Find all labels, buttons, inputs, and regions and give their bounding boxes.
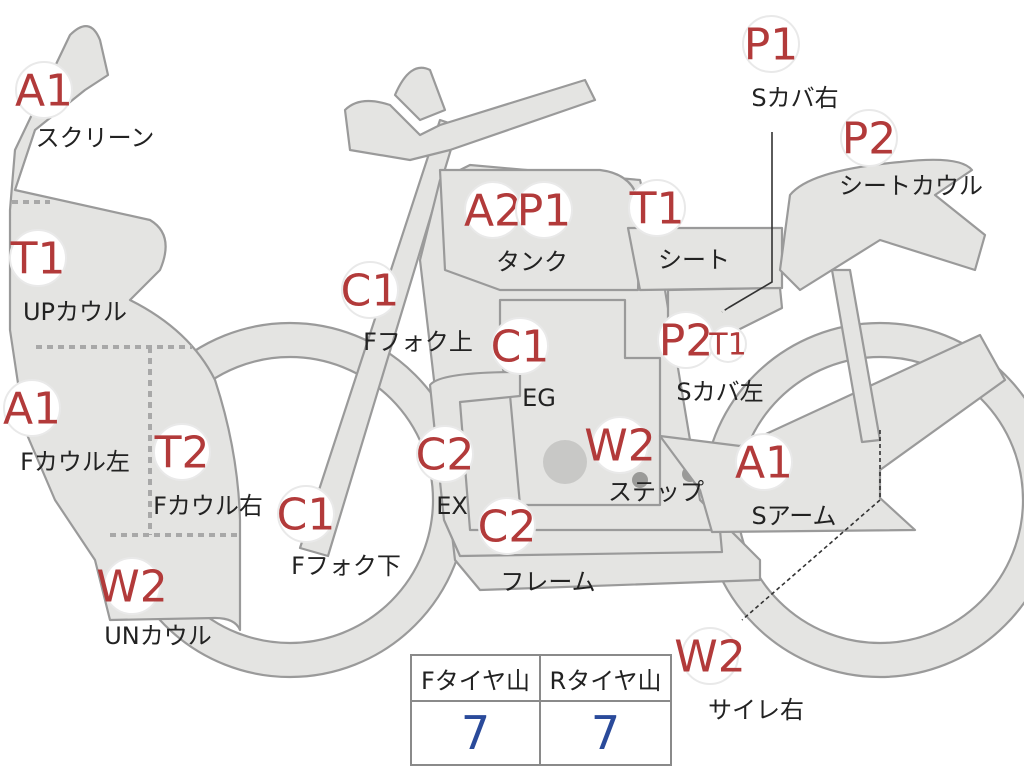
leader-scover-r bbox=[727, 132, 773, 309]
headlight-shape bbox=[393, 66, 447, 122]
marker-label: ステップ bbox=[608, 478, 704, 506]
m-w2-step: W2 ステップ bbox=[584, 416, 704, 506]
marker-code: A1 bbox=[15, 66, 73, 117]
marker-label: UPカウル bbox=[23, 298, 127, 326]
marker-label: EX bbox=[436, 492, 468, 520]
m-p2-seatcowl: P2 シートカウル bbox=[839, 109, 983, 200]
marker-code: T2 bbox=[154, 428, 210, 479]
m-w2-muffler-r: W2 サイレ右 bbox=[674, 627, 804, 724]
marker-code: W2 bbox=[674, 632, 746, 683]
marker-label: シートカウル bbox=[839, 172, 983, 200]
marker-code: C1 bbox=[277, 490, 336, 541]
m-t1-seat: T1 シート bbox=[628, 179, 730, 274]
marker-badge bbox=[840, 109, 898, 167]
marker-label: タンク bbox=[496, 248, 568, 276]
marker-label: Fフォク上 bbox=[363, 328, 473, 356]
marker-code: P2 bbox=[842, 114, 897, 165]
marker-code: P1 bbox=[744, 20, 799, 71]
marker-label: EG bbox=[522, 384, 556, 412]
m-p1-tank: P1 タンク bbox=[496, 181, 573, 276]
marker-code: T1 bbox=[629, 184, 685, 235]
marker-label: Fカウル右 bbox=[153, 492, 263, 520]
marker-badge bbox=[3, 379, 61, 437]
step-peg bbox=[632, 472, 648, 488]
marker-code: C1 bbox=[341, 266, 400, 317]
marker-code: P2 bbox=[659, 316, 714, 367]
front-tire-tread-value: 7 bbox=[412, 702, 541, 764]
marker-badge bbox=[341, 261, 399, 319]
marker-code: A1 bbox=[735, 438, 793, 489]
marker-code: T1 bbox=[708, 328, 746, 363]
handlebar-shape bbox=[343, 78, 597, 162]
marker-badge bbox=[591, 416, 649, 474]
marker-badge bbox=[277, 485, 335, 543]
marker-label: Sカバ左 bbox=[676, 378, 763, 406]
marker-badge bbox=[742, 15, 800, 73]
exhaust-shape bbox=[428, 370, 724, 558]
m-a2-tank: A2 bbox=[464, 181, 522, 239]
marker-code: A1 bbox=[3, 384, 61, 435]
marker-badge bbox=[709, 325, 747, 363]
marker-label: UNカウル bbox=[104, 622, 212, 650]
marker-badge bbox=[491, 317, 549, 375]
tire-tread-table: Fタイヤ山 Rタイヤ山 7 7 bbox=[410, 654, 672, 766]
marker-badge bbox=[478, 497, 536, 555]
m-t1-scover-l: T1 bbox=[708, 325, 747, 363]
marker-label: Sアーム bbox=[751, 502, 836, 530]
marker-code: P1 bbox=[517, 186, 572, 237]
marker-code: W2 bbox=[584, 421, 656, 472]
marker-badge bbox=[681, 627, 739, 685]
marker-badge bbox=[416, 425, 474, 483]
marker-code: C2 bbox=[478, 502, 537, 553]
seat-shape bbox=[626, 226, 784, 292]
marker-label: Fフォク下 bbox=[291, 552, 401, 580]
marker-badge bbox=[103, 557, 161, 615]
marker-label: スクリーン bbox=[36, 124, 155, 152]
marker-badge bbox=[153, 423, 211, 481]
marker-badge bbox=[628, 179, 686, 237]
m-a1-screen: A1 スクリーン bbox=[15, 61, 155, 152]
leader-scover-r-tail bbox=[721, 307, 729, 313]
rear-tire-tread-value: 7 bbox=[590, 706, 621, 760]
marker-code: W2 bbox=[96, 562, 168, 613]
m-c2-frame: C2 フレーム bbox=[478, 497, 596, 596]
marker-code: T1 bbox=[10, 234, 66, 285]
marker-label: Sカバ右 bbox=[751, 84, 838, 112]
marker-label: フレーム bbox=[500, 568, 595, 596]
marker-badge bbox=[515, 181, 573, 239]
rear-tire-tread-header: Rタイヤ山 bbox=[541, 656, 670, 702]
marker-code: A2 bbox=[464, 186, 522, 237]
marker-code: C1 bbox=[491, 322, 550, 373]
engine-cover bbox=[543, 440, 587, 484]
marker-badge bbox=[735, 433, 793, 491]
seat-cowl-shape bbox=[778, 158, 987, 292]
leader-muffler-r bbox=[741, 430, 881, 621]
marker-code: C2 bbox=[416, 430, 475, 481]
marker-label: シート bbox=[658, 246, 730, 274]
marker-badge bbox=[15, 61, 73, 119]
marker-badge bbox=[9, 229, 67, 287]
marker-label: Fカウル左 bbox=[20, 448, 130, 476]
front-tire-tread-header: Fタイヤ山 bbox=[412, 656, 541, 702]
marker-label: サイレ右 bbox=[708, 696, 804, 724]
